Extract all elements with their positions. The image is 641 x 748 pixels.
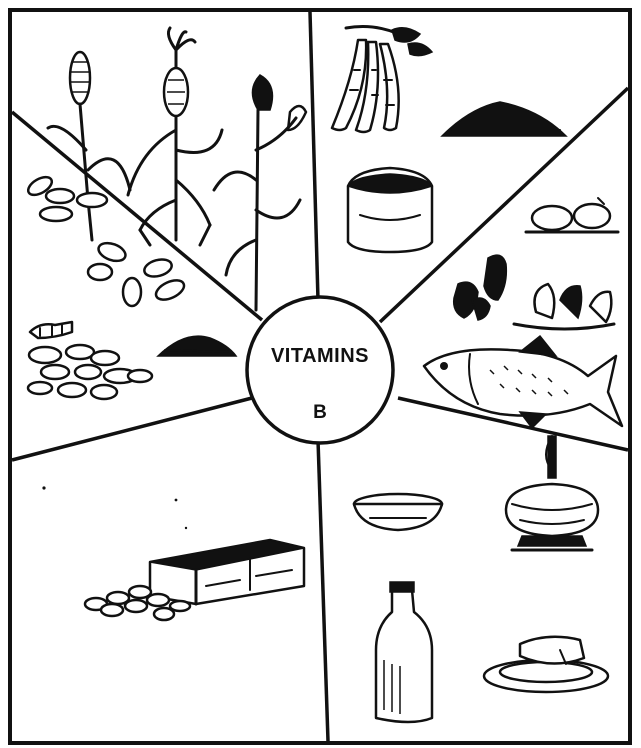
paper-specks [42, 486, 187, 529]
cereal-plants-icon [48, 28, 306, 310]
center-title: VITAMINS [271, 345, 369, 367]
yeast-tablets-box-icon [85, 540, 304, 620]
pulses-beans-icon [25, 173, 187, 306]
nuts-and-seeds-icon [28, 322, 236, 399]
fish-icon [424, 336, 622, 428]
liver-eggs-vegetables-icon [454, 198, 618, 329]
center-label: VITAMINS B [247, 297, 393, 443]
center-subtitle: B [313, 402, 327, 423]
milk-curd-cheese-icon [354, 436, 608, 722]
